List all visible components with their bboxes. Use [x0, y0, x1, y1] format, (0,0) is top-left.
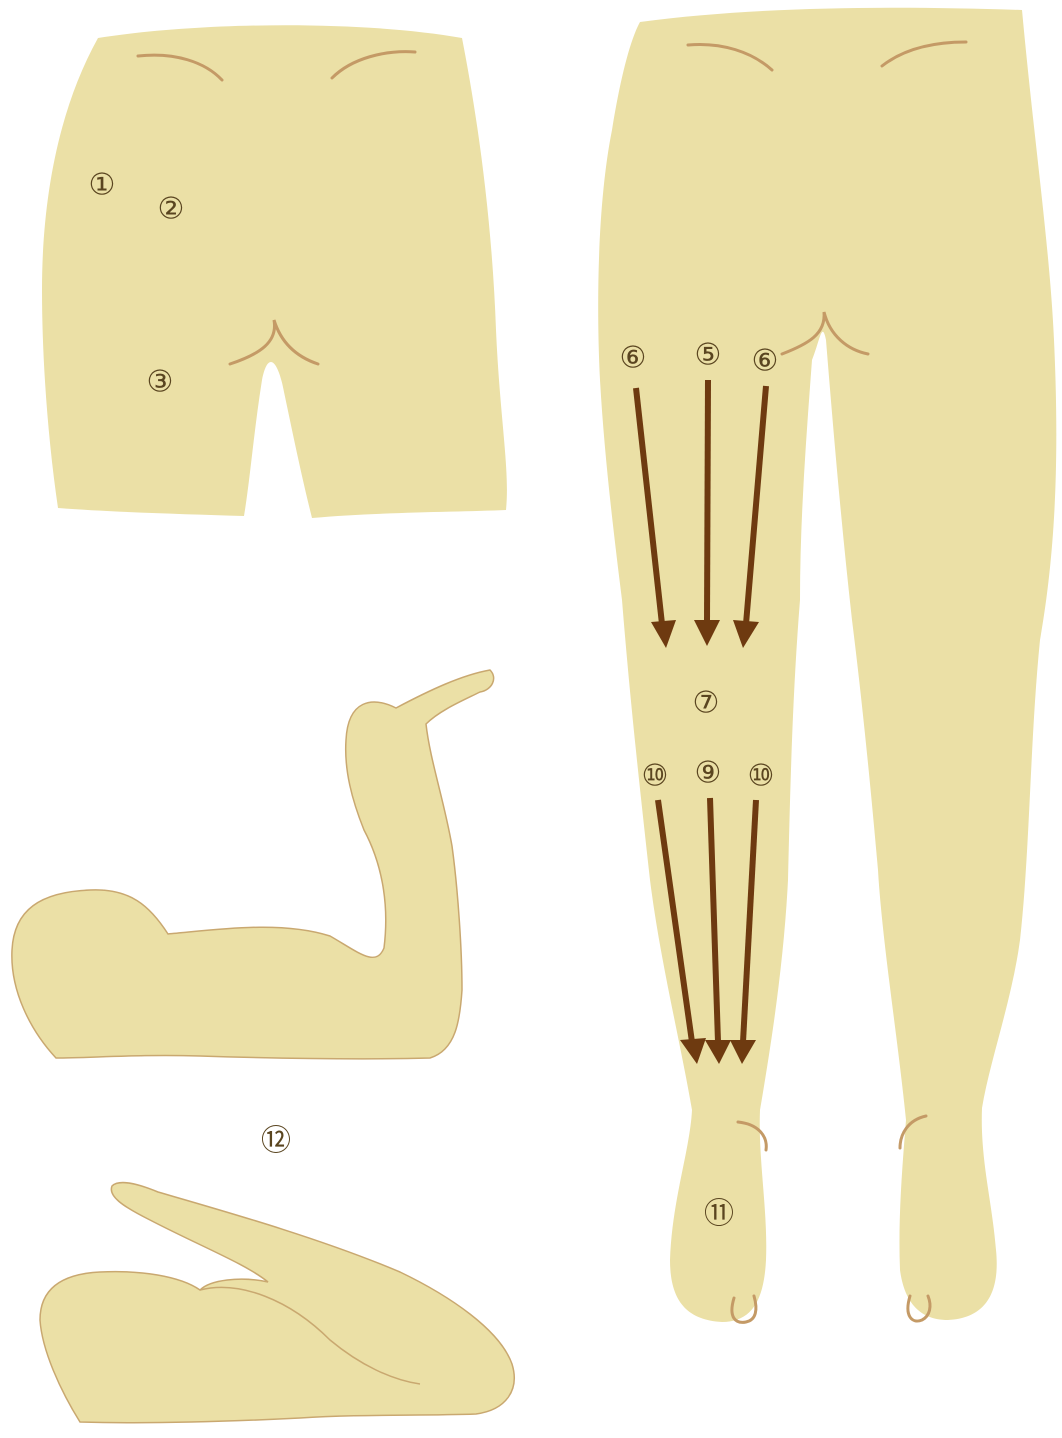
legs-figure — [598, 8, 1056, 1323]
forearm-shape — [40, 1183, 514, 1423]
arm-shape — [12, 670, 494, 1059]
forearm-figure — [40, 1183, 514, 1423]
point-label-1: ① — [89, 168, 116, 203]
hip-shape — [42, 25, 507, 518]
point-label-9: ⑨ — [695, 756, 722, 791]
point-label-3: ③ — [147, 365, 174, 400]
point-label-11: ⑪ — [704, 1197, 734, 1232]
point-label-6-left: ⑥ — [620, 341, 647, 376]
point-label-5: ⑤ — [695, 338, 722, 373]
hip-figure — [42, 25, 507, 518]
arm-figure — [12, 670, 494, 1059]
point-label-6-right: ⑥ — [752, 344, 779, 379]
point-label-7: ⑦ — [693, 686, 720, 721]
point-label-10-right: ⑩ — [748, 759, 775, 794]
point-label-12: ⑫ — [261, 1124, 291, 1159]
legs-shape — [598, 8, 1056, 1322]
point-label-2: ② — [158, 192, 185, 227]
point-label-10-left: ⑩ — [642, 759, 669, 794]
